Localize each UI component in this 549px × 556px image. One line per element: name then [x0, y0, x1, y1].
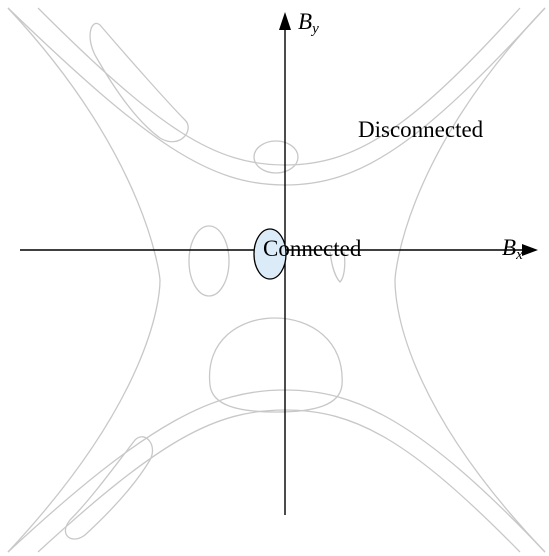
contour-dome	[208, 317, 343, 413]
contour-small-right	[329, 251, 346, 283]
y-axis-arrowhead	[279, 12, 291, 30]
x-axis-label-sub: x	[516, 247, 523, 263]
contour-bottom-outer	[7, 389, 546, 553]
x-axis-arrowhead	[522, 244, 538, 256]
contour-bottom-inner	[37, 409, 521, 553]
contour-lobe-bottom-left	[64, 436, 154, 540]
background-contours	[7, 7, 546, 553]
disconnected-label: Disconnected	[358, 117, 484, 142]
y-axis-label-base: B	[298, 9, 313, 34]
contour-lobe-top-left	[89, 22, 189, 143]
y-axis-label: By	[298, 10, 319, 37]
x-axis-label: Bx	[502, 236, 523, 263]
x-axis-label-base: B	[502, 235, 517, 260]
connected-label: Connected	[263, 236, 362, 261]
y-axis-label-sub: y	[312, 21, 319, 37]
connected-region	[253, 228, 287, 280]
contour-left-outer	[7, 7, 161, 553]
contour-right-outer	[394, 7, 546, 553]
contour-oval-top	[253, 140, 299, 174]
contour-top-outer	[7, 7, 546, 186]
contour-oval-left	[188, 225, 230, 297]
